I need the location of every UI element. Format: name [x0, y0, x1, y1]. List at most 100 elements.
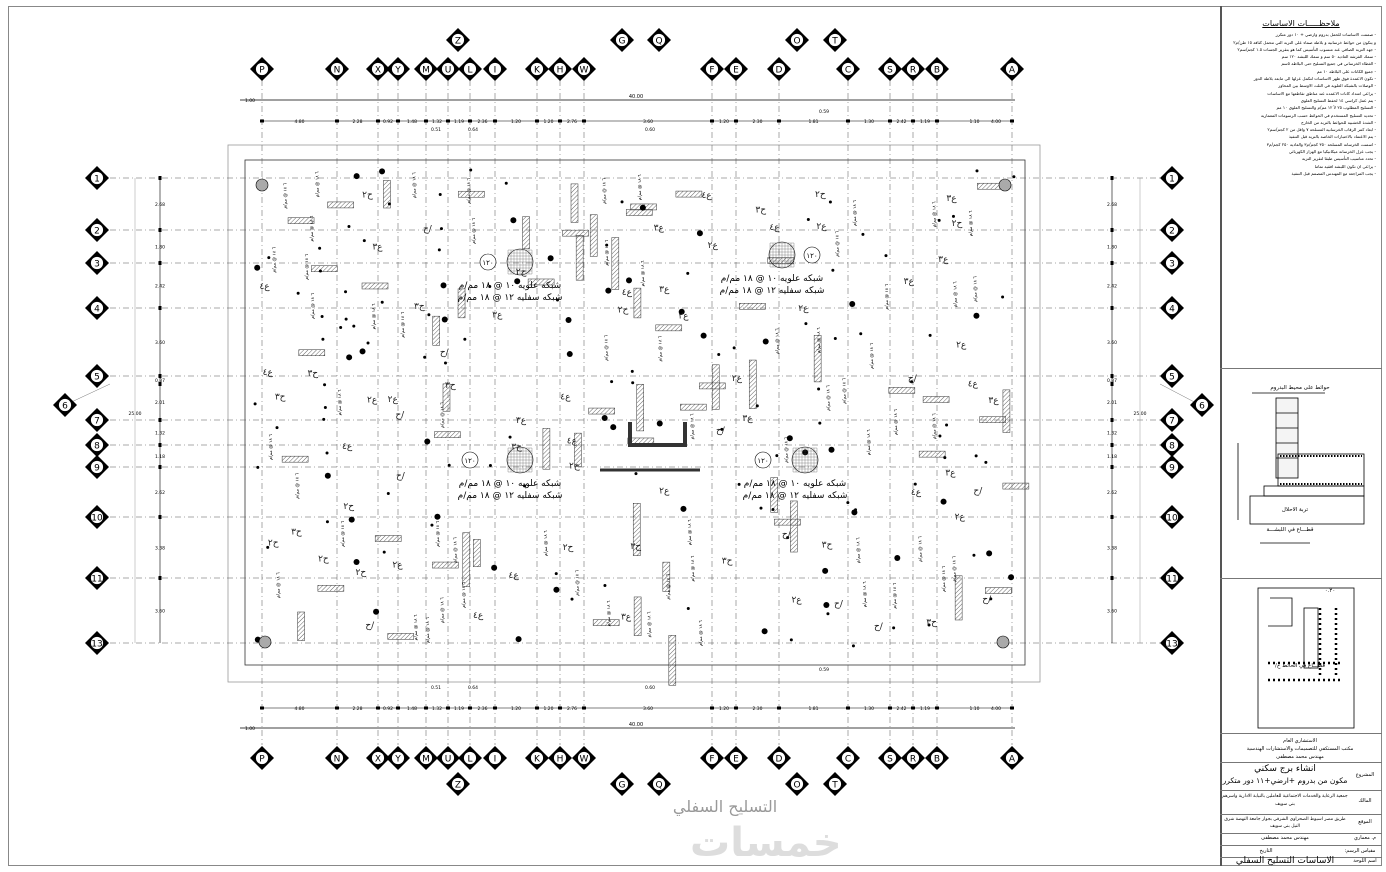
mesh-top-text: شبكه علويه ١٠ @ ١٨ مم/م: [459, 479, 561, 489]
dimension-text: 1.19: [920, 119, 930, 125]
rebar-dot: [610, 424, 617, 431]
grid-bubble-circle: [463, 751, 477, 765]
rebar-dot: [951, 214, 955, 218]
rebar-dot: [439, 227, 443, 231]
column-section: [888, 387, 916, 394]
footing-label: ع٤: [769, 223, 780, 233]
rebar-dot: [603, 584, 607, 588]
rebar-dot: [344, 317, 348, 321]
dimension-tick: [777, 706, 781, 710]
rebar-dot: [973, 312, 980, 319]
note-line: - الشدة الخشبية للحوائط بالتربة من الخار…: [1301, 119, 1376, 125]
rebar-dot: [1008, 574, 1015, 581]
rebar-dot: [818, 421, 822, 425]
dimension-tick: [846, 706, 850, 710]
rebar-dot: [755, 404, 759, 408]
dimension-tick: [558, 706, 562, 710]
footing-label: ح/: [440, 348, 450, 358]
consultant-block: الاستشاري العام مكتب المستكفي للتصميمات …: [1246, 738, 1354, 760]
footing-label: ع٤: [473, 611, 484, 621]
rebar-label: ٦ ١٨ @ مم/م: [271, 246, 277, 272]
column-section: [327, 201, 354, 209]
column-section: [434, 431, 461, 438]
dimension-tick: [1110, 261, 1114, 265]
grid-bubble-circle: [419, 62, 433, 76]
footing-label: ح/: [973, 486, 983, 496]
dimension-tick: [1110, 176, 1114, 180]
dimension-text: 1.81: [808, 119, 818, 125]
mesh-tag: [461, 451, 479, 469]
foundation-notes: ملاحظـــــات الاساسات - صممت الاساسات لل…: [1226, 19, 1376, 365]
grid-label: S: [887, 755, 893, 765]
dimension-text: 1.00: [245, 726, 255, 732]
grid-label: U: [445, 755, 452, 765]
dimension-text: 2.62: [155, 490, 165, 496]
dimension-text: 1.81: [808, 706, 818, 712]
grid-bubble-circle: [255, 751, 269, 765]
mesh-id: ١٢٠: [757, 457, 768, 465]
note-line: - تحديد التسليح المستخدم في الحوائط حسب …: [1260, 112, 1376, 118]
grid-label: A: [1009, 755, 1016, 765]
dimension-tick: [710, 119, 714, 123]
footing-label: ع٣: [904, 277, 915, 287]
footing-label: ع٤: [263, 368, 274, 378]
grid-bubble-circle: [1165, 369, 1179, 383]
grid-bubble-circle: [705, 62, 719, 76]
footing-label: ح/: [874, 622, 884, 632]
grid-label: D: [776, 755, 783, 765]
dimension-text: 2.30: [752, 119, 762, 125]
dimension-text: 2.42: [896, 119, 906, 125]
rebar-label: ٦ ١٨ @ مم/م: [640, 260, 646, 286]
dimension-text: 2.28: [352, 706, 362, 712]
dimension-text: 1.20: [511, 119, 521, 125]
dimension-tick: [158, 576, 162, 580]
dimension-text: 40.00: [629, 94, 643, 100]
rebar-label: ٦ ١٨ @ مم/م: [842, 377, 848, 403]
footing-label: ع٢: [956, 341, 967, 351]
dimension-tick: [260, 119, 264, 123]
owner-row: المالك جمعية الرعاية والخدمات الاجتماعية…: [1222, 794, 1372, 807]
rebar-dot: [928, 333, 932, 337]
dimension-text: 2.42: [1107, 284, 1117, 290]
column-section: [611, 237, 620, 290]
grid-bubble-circle: [90, 438, 104, 452]
grid-label: Z: [455, 781, 461, 791]
mesh-id: ١٢٠: [482, 259, 493, 267]
rebar-dot: [339, 326, 343, 329]
rebar-dot: [352, 324, 356, 328]
rebar-dot: [625, 277, 632, 284]
mesh-circle: [506, 248, 534, 276]
site-row: الموقع طريق مصر اسيوط الصحراوي الشرقي بج…: [1224, 817, 1372, 829]
grid-label: P: [259, 66, 265, 76]
grid-label: 1: [1169, 175, 1175, 185]
column-section: [562, 229, 589, 237]
grid-label: Y: [394, 755, 401, 765]
corner-pile: [998, 178, 1012, 192]
grid-label: X: [375, 66, 381, 76]
footing-label: ع٢: [678, 311, 689, 321]
note-line: - يتم عمل كراسي ١٤ لحفظ التسليح العلوي: [1300, 97, 1376, 103]
mesh-bottom-text: شبكه سفليه ١٢ @ ١٨ مم/م: [743, 491, 848, 501]
mesh-tag: [803, 246, 821, 264]
footing-label: ع٣: [945, 468, 956, 478]
grid-label: H: [557, 66, 564, 76]
rebar-dot: [323, 383, 327, 387]
rebar-label: ٦ ١٨ @ مم/م: [400, 311, 406, 337]
corner-pile: [258, 635, 272, 649]
rebar-dot: [656, 420, 663, 427]
footing-label: ح/: [982, 595, 992, 605]
dimension-text: 2.62: [1107, 490, 1117, 496]
footing-label: ع٤: [968, 380, 979, 390]
footing-label: ع٢: [798, 304, 809, 314]
grid-label: A: [1009, 66, 1016, 76]
rebar-dot: [700, 332, 707, 339]
raft-edge: [244, 159, 1026, 666]
footing-label: ع٣: [946, 194, 957, 204]
grid-label: S: [887, 66, 893, 76]
rebar-dot: [717, 352, 721, 356]
footing-label: ع٢: [392, 561, 403, 571]
rebar-dot: [910, 380, 914, 384]
rebar-label: ٦ ١٨ @ مم/م: [574, 569, 580, 595]
rebar-label: ٦ ١٨ @ مم/م: [304, 253, 310, 279]
rebar-dot: [680, 505, 687, 512]
